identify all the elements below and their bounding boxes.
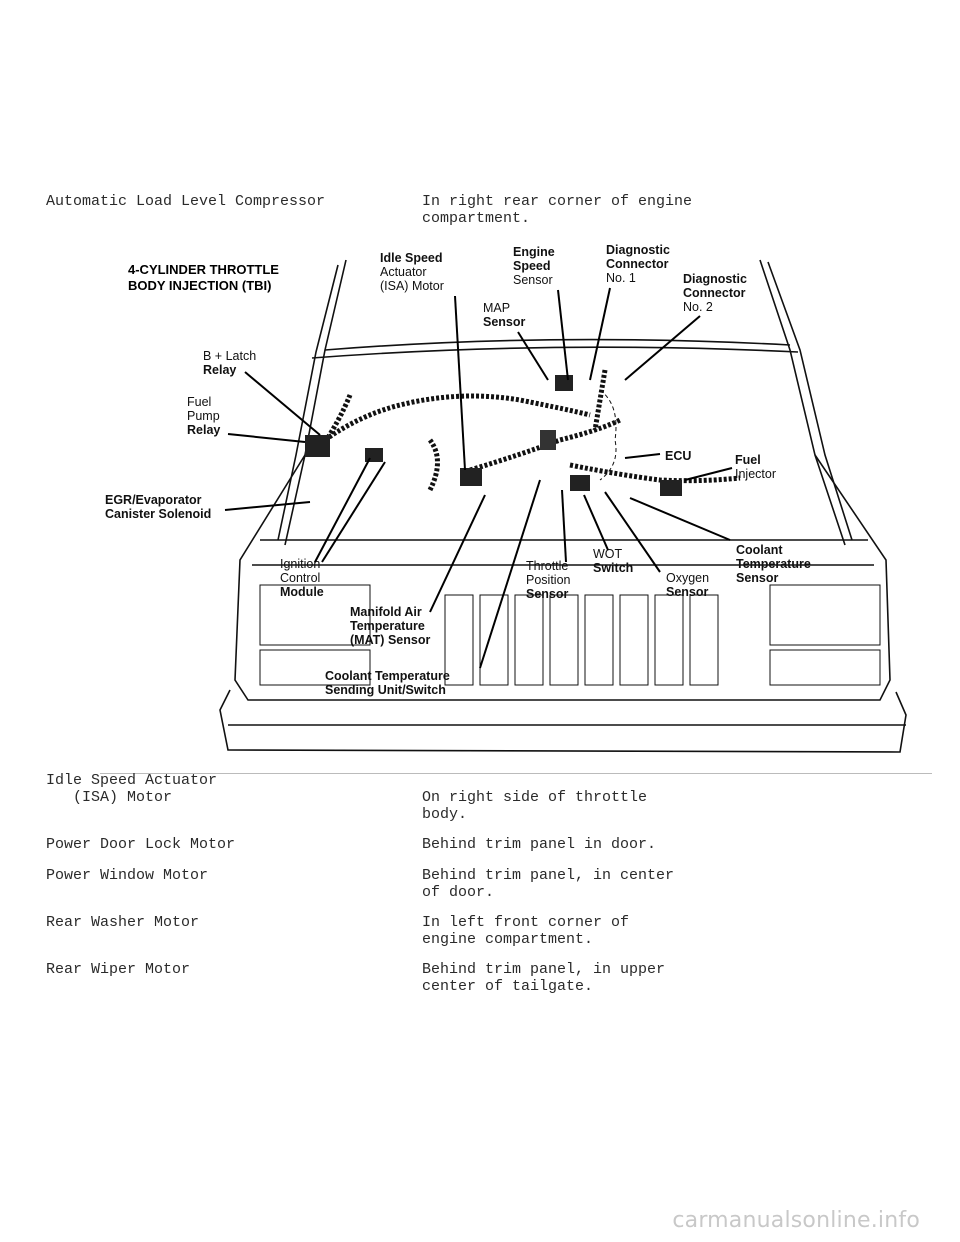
pointer-diagnostic-connector-2	[624, 315, 701, 381]
pointer-icm-1	[314, 457, 371, 563]
svg-text:Idle Speed: Idle Speed	[380, 251, 443, 265]
svg-text:Coolant Temperature: Coolant Temperature	[325, 669, 450, 683]
component-name-row-3: Power Door Lock Motor	[46, 836, 236, 853]
label-engine-speed-sensor: Engine Speed Sensor	[513, 245, 555, 287]
svg-text:Relay: Relay	[203, 363, 236, 377]
label-ignition-control-module: Ignition Control Module	[280, 557, 324, 599]
pointer-mat-sensor	[429, 494, 486, 613]
pointer-coolant-temp-sending-unit	[479, 479, 541, 669]
label-ecu: ECU	[665, 449, 691, 463]
label-diagnostic-connector-1: Diagnostic Connector No. 1	[606, 243, 670, 285]
svg-text:Sensor: Sensor	[666, 585, 709, 599]
svg-text:(MAT) Sensor: (MAT) Sensor	[350, 633, 430, 647]
svg-text:No. 1: No. 1	[606, 271, 636, 285]
label-throttle-position-sensor: Throttle Position Sensor	[526, 559, 571, 601]
svg-text:Sensor: Sensor	[513, 273, 553, 287]
svg-text:(ISA) Motor: (ISA) Motor	[380, 279, 444, 293]
svg-text:Connector: Connector	[683, 286, 746, 300]
component-location-row-3: Behind trim panel in door.	[422, 836, 657, 853]
label-map-sensor: MAP Sensor	[483, 301, 526, 329]
watermark: carmanualsonline.info	[672, 1208, 920, 1233]
svg-text:Sensor: Sensor	[483, 315, 526, 329]
label-diagnostic-connector-2: Diagnostic Connector No. 2	[683, 272, 747, 314]
pointer-ecu	[624, 453, 661, 459]
component-name-row-4: Power Window Motor	[46, 867, 209, 884]
svg-text:No. 2: No. 2	[683, 300, 713, 314]
svg-text:Ignition: Ignition	[280, 557, 320, 571]
diagram-title-line-2: BODY INJECTION (TBI)	[128, 278, 272, 293]
svg-text:Connector: Connector	[606, 257, 669, 271]
svg-text:WOT: WOT	[593, 547, 623, 561]
pointer-fuel-injector	[684, 467, 733, 481]
svg-text:Diagnostic: Diagnostic	[683, 272, 747, 286]
component-location-row-6: Behind trim panel, in upper center of ta…	[422, 961, 666, 995]
svg-text:Sending Unit/Switch: Sending Unit/Switch	[325, 683, 446, 697]
svg-text:MAP: MAP	[483, 301, 510, 315]
component-location-row-1: In right rear corner of engine compartme…	[422, 193, 693, 227]
svg-text:Pump: Pump	[187, 409, 220, 423]
svg-text:Injector: Injector	[735, 467, 776, 481]
svg-text:Control: Control	[280, 571, 320, 585]
svg-text:Module: Module	[280, 585, 324, 599]
svg-text:Sensor: Sensor	[736, 571, 779, 585]
svg-text:Actuator: Actuator	[380, 265, 427, 279]
svg-text:Manifold Air: Manifold Air	[350, 605, 422, 619]
label-b-latch-relay: B + Latch Relay	[203, 349, 256, 377]
pointer-icm-2	[321, 461, 386, 563]
wiring-harness	[305, 369, 741, 496]
tbi-component-location-diagram: 4-CYLINDER THROTTLE BODY INJECTION (TBI)…	[105, 243, 907, 753]
svg-text:Oxygen: Oxygen	[666, 571, 709, 585]
label-coolant-temp-sending-unit: Coolant Temperature Sending Unit/Switch	[325, 669, 450, 697]
svg-text:Speed: Speed	[513, 259, 551, 273]
pointer-engine-speed-sensor	[557, 289, 569, 381]
component-location-row-5: In left front corner of engine compartme…	[422, 914, 630, 948]
label-fuel-pump-relay: Fuel Pump Relay	[187, 395, 220, 437]
svg-text:EGR/Evaporator: EGR/Evaporator	[105, 493, 202, 507]
diagram-title-line-1: 4-CYLINDER THROTTLE	[128, 262, 279, 277]
component-location-row-4: Behind trim panel, in center of door.	[422, 867, 675, 901]
label-mat-sensor: Manifold Air Temperature (MAT) Sensor	[350, 605, 430, 647]
svg-text:B + Latch: B + Latch	[203, 349, 256, 363]
svg-text:Diagnostic: Diagnostic	[606, 243, 670, 257]
label-coolant-temperature-sensor: Coolant Temperature Sensor	[736, 543, 811, 585]
svg-text:Sensor: Sensor	[526, 587, 569, 601]
component-name-row-1: Automatic Load Level Compressor	[46, 193, 326, 210]
svg-text:Engine: Engine	[513, 245, 555, 259]
pointer-oxygen-sensor	[604, 491, 661, 573]
label-fuel-injector: Fuel Injector	[735, 453, 776, 481]
pointer-map-sensor	[517, 331, 549, 381]
component-name-row-6: Rear Wiper Motor	[46, 961, 191, 978]
label-oxygen-sensor: Oxygen Sensor	[666, 571, 709, 599]
svg-text:Throttle: Throttle	[526, 559, 568, 573]
svg-text:Temperature: Temperature	[736, 557, 811, 571]
pointer-wot-switch	[583, 494, 609, 551]
svg-text:Relay: Relay	[187, 423, 220, 437]
label-egr-solenoid: EGR/Evaporator Canister Solenoid	[105, 493, 211, 521]
pointer-b-latch-relay	[244, 371, 321, 436]
svg-text:Position: Position	[526, 573, 571, 587]
svg-text:Switch: Switch	[593, 561, 633, 575]
label-wot-switch: WOT Switch	[593, 547, 633, 575]
svg-text:Canister Solenoid: Canister Solenoid	[105, 507, 211, 521]
component-location-row-2: On right side of throttle body.	[422, 789, 648, 823]
label-isa-motor: Idle Speed Actuator (ISA) Motor	[380, 251, 444, 293]
pointer-coolant-temperature-sensor	[629, 497, 731, 541]
pointer-isa-motor	[454, 295, 466, 471]
svg-text:Temperature: Temperature	[350, 619, 425, 633]
component-name-row-2: Idle Speed Actuator (ISA) Motor	[46, 772, 218, 806]
svg-text:Fuel: Fuel	[735, 453, 761, 467]
vehicle-outline	[219, 259, 907, 753]
component-name-row-5: Rear Washer Motor	[46, 914, 200, 931]
svg-text:Coolant: Coolant	[736, 543, 783, 557]
pointer-egr-solenoid	[224, 501, 311, 511]
pointer-fuel-pump-relay	[227, 433, 306, 443]
pointer-throttle-position-sensor	[561, 489, 567, 563]
svg-text:Fuel: Fuel	[187, 395, 211, 409]
divider	[100, 773, 932, 774]
pointer-diagnostic-connector-1	[589, 287, 611, 381]
